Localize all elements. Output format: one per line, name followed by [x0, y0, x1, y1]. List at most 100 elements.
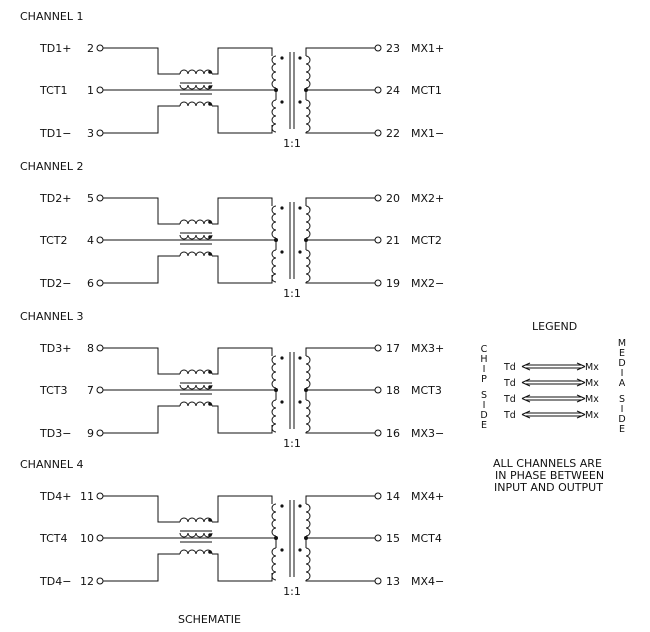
- media-pin-terminal: [374, 429, 382, 437]
- media-pin-number: 13: [386, 575, 400, 588]
- legend-row-to: Mx: [585, 362, 599, 373]
- td-minus-trace: [103, 405, 180, 434]
- center-tap-junction: [274, 238, 278, 242]
- media-pin-name: MX1−: [411, 127, 444, 140]
- media-pin-number: 20: [386, 192, 400, 205]
- legend-row-to: Mx: [585, 378, 599, 389]
- secondary-coil-upper: [305, 55, 311, 89]
- chip-pin-name: TD2−: [39, 277, 71, 290]
- media-pin-number: 24: [386, 84, 400, 97]
- legend-arrowhead-left: [521, 394, 531, 403]
- secondary-coil-upper: [305, 503, 311, 537]
- legend-right-side-letter: E: [619, 348, 625, 359]
- media-pin-number: 14: [386, 490, 400, 503]
- media-pin-number: 21: [386, 234, 400, 247]
- td-minus-trace: [212, 255, 273, 284]
- secondary-coil-upper: [305, 355, 311, 389]
- chip-pin-name: TCT2: [39, 234, 67, 247]
- mx-minus-trace: [305, 132, 375, 134]
- chip-pin-name: TD2+: [39, 192, 71, 205]
- polarity-dot: [298, 504, 302, 508]
- td-plus-trace: [103, 197, 180, 225]
- polarity-dot: [298, 206, 302, 210]
- td-plus-trace: [103, 495, 180, 523]
- legend-row-from: Td: [503, 394, 516, 405]
- primary-coil-lower: [271, 399, 277, 433]
- legend-row-to: Mx: [585, 410, 599, 421]
- chip-pin-name: TD4+: [39, 490, 71, 503]
- media-pin-number: 22: [386, 127, 400, 140]
- choke-coil-mid: [179, 84, 213, 90]
- chip-pin-name: TCT1: [39, 84, 67, 97]
- choke-coil-bottom: [179, 251, 213, 257]
- media-pin-terminal: [374, 492, 382, 500]
- legend-right-side-letter: I: [621, 368, 624, 379]
- polarity-dot: [298, 100, 302, 104]
- polarity-dot: [280, 356, 284, 360]
- choke-coil-mid: [179, 532, 213, 538]
- turns-ratio-label: 1:1: [283, 585, 301, 598]
- primary-coil-upper: [271, 503, 277, 537]
- choke-coil-bottom: [179, 401, 213, 407]
- media-pin-number: 17: [386, 342, 400, 355]
- td-plus-trace: [103, 47, 180, 75]
- turns-ratio-label: 1:1: [283, 287, 301, 300]
- choke-coil-bottom: [179, 101, 213, 107]
- chip-pin-name: TCT4: [39, 532, 67, 545]
- choke-coil-mid: [179, 234, 213, 240]
- chip-pin-name: TD1+: [39, 42, 71, 55]
- center-tap-junction: [274, 388, 278, 392]
- polarity-dot: [298, 548, 302, 552]
- legend-row-from: Td: [503, 362, 516, 373]
- legend-arrowhead-left: [521, 362, 531, 371]
- secondary-coil-lower: [305, 399, 311, 433]
- center-tap-junction: [274, 536, 278, 540]
- polarity-dot: [208, 518, 212, 522]
- chip-pin-number: 7: [87, 384, 94, 397]
- legend-arrowhead-right: [576, 410, 586, 419]
- mx-plus-trace: [305, 47, 375, 56]
- td-plus-trace: [212, 47, 273, 75]
- channel-title: CHANNEL 2: [20, 160, 84, 173]
- legend-note-line-2: IN PHASE BETWEEN: [495, 469, 604, 482]
- td-plus-trace: [212, 495, 273, 523]
- polarity-dot: [280, 100, 284, 104]
- media-pin-name: MX2−: [411, 277, 444, 290]
- legend-arrowhead-right: [576, 394, 586, 403]
- mx-minus-trace: [305, 432, 375, 434]
- legend-arrowhead-left: [521, 410, 531, 419]
- legend-note-line-1: ALL CHANNELS ARE: [493, 457, 602, 470]
- channel-title: CHANNEL 1: [20, 10, 84, 23]
- media-pin-terminal: [374, 534, 382, 542]
- center-tap-junction: [274, 88, 278, 92]
- media-pin-number: 19: [386, 277, 400, 290]
- legend-row-to: Mx: [585, 394, 599, 405]
- media-pin-number: 15: [386, 532, 400, 545]
- choke-coil-top: [179, 517, 213, 523]
- mx-minus-trace: [305, 282, 375, 284]
- choke-coil-bottom: [179, 549, 213, 555]
- media-pin-name: MCT4: [411, 532, 442, 545]
- chip-pin-terminal: [96, 386, 104, 394]
- legend-left-side-letter: D: [480, 410, 487, 421]
- mx-minus-trace: [305, 580, 375, 582]
- media-pin-name: MCT3: [411, 384, 442, 397]
- legend-right-side-letter: M: [618, 338, 626, 349]
- polarity-dot: [208, 102, 212, 106]
- chip-pin-number: 4: [87, 234, 94, 247]
- mx-plus-trace: [305, 347, 375, 356]
- legend-row-from: Td: [503, 410, 516, 421]
- polarity-dot: [208, 220, 212, 224]
- td-minus-trace: [212, 553, 273, 582]
- legend-note-line-3: INPUT AND OUTPUT: [494, 481, 603, 494]
- chip-pin-number: 12: [80, 575, 94, 588]
- chip-pin-name: TD3−: [39, 427, 71, 440]
- media-pin-terminal: [374, 44, 382, 52]
- secondary-coil-upper: [305, 205, 311, 239]
